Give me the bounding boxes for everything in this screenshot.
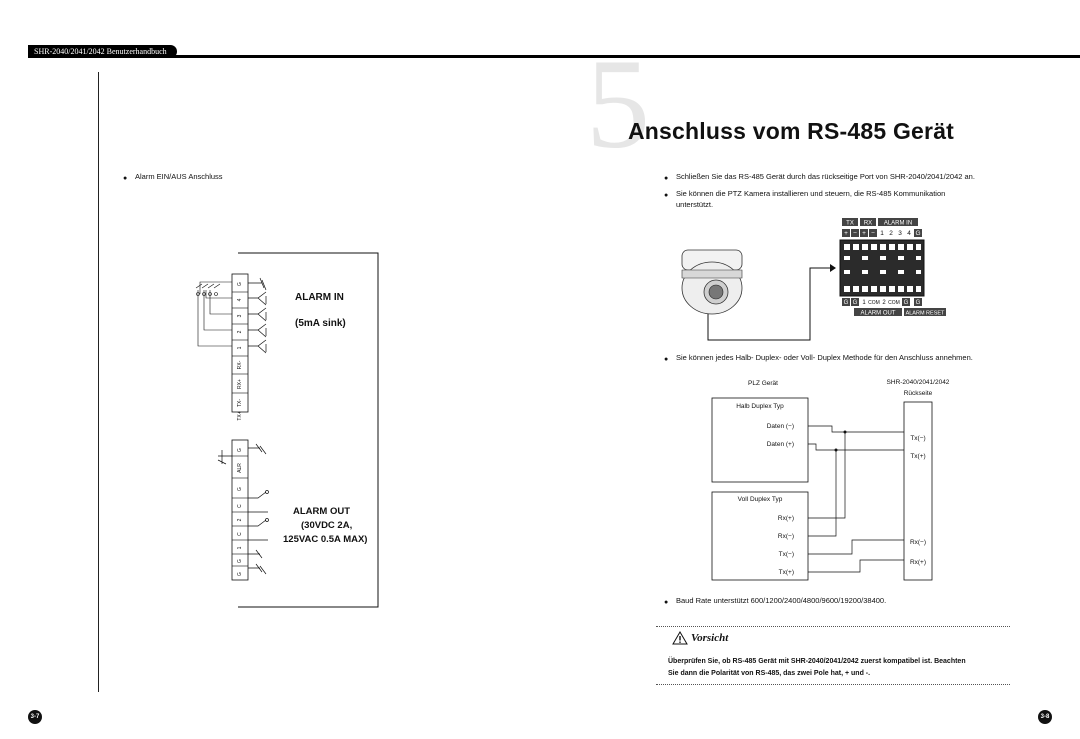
rear-label-2: Rückseite [904,390,933,397]
bullet-baud: Baud Rate unterstützt 600/1200/2400/4800… [664,595,1046,608]
ptz-camera-icon [681,249,743,315]
terminal-label: G [237,559,243,563]
panel-bottom-pin: 1 [862,300,866,306]
panel-bottom-pin: G [844,300,849,306]
manual-title-tab: SHR-2040/2041/2042 Benutzerhandbuch [28,45,177,58]
terminal-label: G [237,448,243,452]
panel-top-pin: + [862,230,866,237]
wires [808,425,904,573]
panel-top-pin: + [844,230,848,237]
terminal-label: 1 [237,546,243,549]
page-number-left: 3-7 [28,710,42,724]
rear-rx-plus: Rx(+) [910,559,926,566]
alarm-out-contacts [217,443,269,575]
panel-top-pin: 2 [889,230,893,237]
ptz-connection-illustration: TX RX ALARM IN + − + − 1 2 3 4 G G G 1 C… [681,218,946,341]
alarm-in-label: ALARM IN [295,292,344,303]
alarm-bullet: Alarm EIN/AUS Anschluss [123,171,222,184]
rear-label-1: SHR-2040/2041/2042 [887,379,950,386]
terminal-label: TX+ [237,411,243,420]
alarm-out-label: ALARM OUT [293,506,350,517]
alarm-in-spec: (5mA sink) [295,318,346,329]
panel-bottom-pin: G [916,300,921,306]
data-minus-label: Daten (−) [767,423,794,430]
bottom-terminal-strip [231,439,249,581]
tx-minus-label: Tx(−) [779,551,794,558]
data-plus-label: Daten (+) [767,441,794,448]
section-title: Anschluss vom RS-485 Gerät [628,118,955,144]
terminal-label: C [237,532,243,536]
terminal-label: C [237,504,243,508]
header-rule [28,55,1080,58]
full-duplex-label: Voll Duplex Typ [738,496,783,503]
half-duplex-box [711,397,809,483]
terminal-label: TX- [237,399,243,407]
bullet-ptz: Sie können die PTZ Kamera installieren u… [664,188,1046,210]
external-contacts [195,281,232,347]
caution-rule-bottom [656,684,1010,685]
tx-plus-label: Tx(+) [779,569,794,576]
rear-rx-minus: Rx(−) [910,539,926,546]
terminal-label: RX+ [237,379,243,389]
alarm-out-spec-2: 125VAC 0.5A MAX) [283,534,367,545]
caution-line-1: Überprüfen Sie, ob RS-485 Gerät mit SHR-… [668,658,966,665]
alarm-wiring-diagram: G 4 3 2 1 RX- RX+ TX- TX+ ALARM IN (5mA … [195,252,379,608]
section-number: 5 [586,33,650,175]
rx-minus-label: Rx(−) [778,533,794,540]
rear-terminal-box [903,401,933,581]
bullet-ptz-line-1: Sie können die PTZ Kamera installieren u… [676,189,946,198]
terminal-label: 3 [237,314,243,317]
caution-rule-top [656,626,1010,627]
terminal-label: 2 [237,330,243,333]
duplex-wiring-diagram: PLZ Gerät SHR-2040/2041/2042 Rückseite H… [711,379,950,581]
bullet-ptz-line-2: unterstützt. [676,200,714,209]
ptz-device-label: PLZ Gerät [748,380,778,387]
rear-tx-minus: Tx(−) [910,435,925,442]
panel-bottom-pin: COM [868,300,880,306]
rear-tx-plus: Tx(+) [910,453,925,460]
rx-plus-label: Rx(+) [778,515,794,522]
alarm-out-spec-1: (30VDC 2A, [301,520,352,531]
panel-top-pin: − [853,230,857,237]
panel-top-pin: 3 [898,230,902,237]
panel-bottom-pin: G [904,300,909,306]
terminal-label: G [237,487,243,491]
terminal-screws [844,244,921,292]
panel-top-pin: 4 [907,230,911,237]
panel-top-pin: − [871,230,875,237]
panel-rx-label: RX [864,221,872,227]
terminal-label: ALR [237,463,243,473]
warning-icon [672,631,688,645]
terminal-label: G [237,282,243,286]
panel-top-pin: 1 [880,230,884,237]
panel-alarm-reset-label: ALARM RESET [906,311,945,317]
panel-bottom-pin: 2 [882,300,886,306]
bullet-connect: Schließen Sie das RS-485 Gerät durch das… [664,171,1046,184]
terminal-label: 1 [237,346,243,349]
panel-alarm-out-label: ALARM OUT [860,311,895,317]
panel-top-pin: G [915,230,920,237]
bullet-duplex: Sie können jedes Halb- Duplex- oder Voll… [664,352,1046,365]
terminal-label: 4 [237,298,243,301]
top-terminal-strip [231,273,249,413]
panel-bottom-pin: G [853,300,858,306]
terminal-label: 2 [237,518,243,521]
terminal-label: RX- [237,360,243,369]
caution-title: Vorsicht [691,632,729,644]
rs485-cable [707,267,834,341]
alarm-in-switches [248,277,267,354]
panel-tx-label: TX [846,221,854,227]
caution-line-2: Sie dann die Polarität von RS-485, das z… [668,670,871,677]
left-margin-line [98,72,99,692]
caution-text: Überprüfen Sie, ob RS-485 Gerät mit SHR-… [668,656,1013,680]
half-duplex-label: Halb Duplex Typ [736,403,784,410]
page-number-right: 3-8 [1038,710,1052,724]
panel-alarm-in-label: ALARM IN [884,221,912,227]
device-outline [238,252,379,608]
terminal-label: G [237,572,243,576]
panel-bottom-pin: COM [888,300,900,306]
